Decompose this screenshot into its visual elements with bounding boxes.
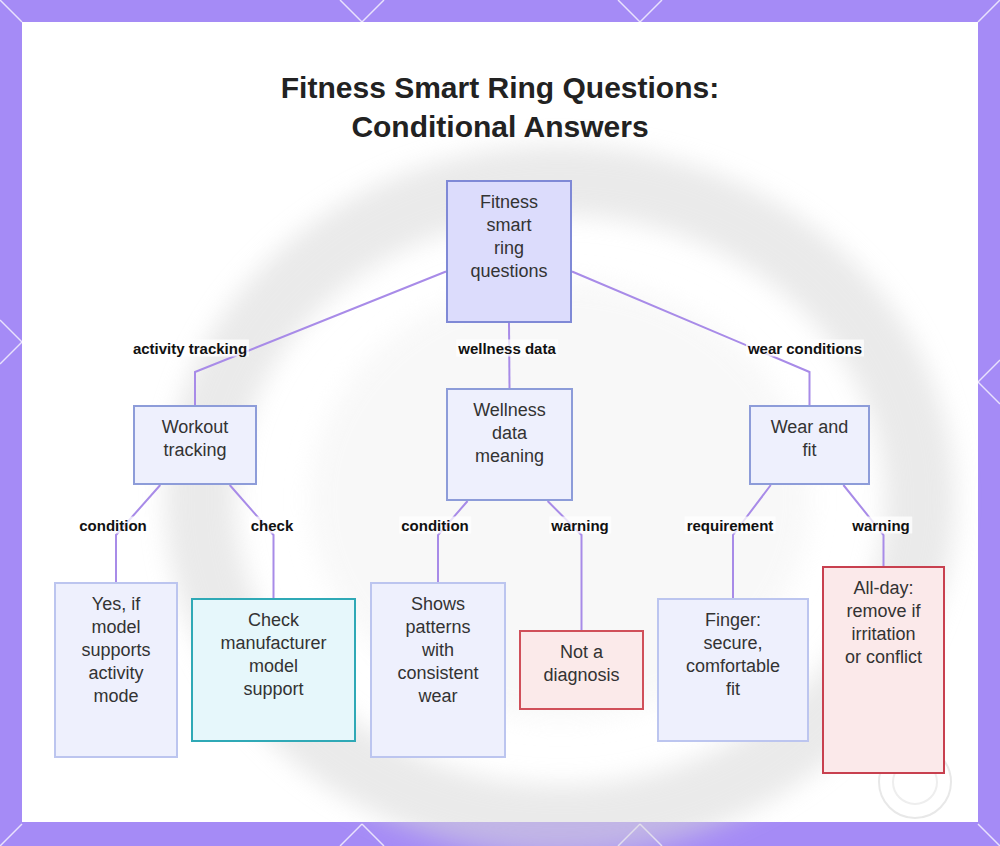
connector <box>438 501 468 582</box>
frame-line <box>0 824 22 846</box>
node-label: Workout tracking <box>150 416 240 462</box>
connector <box>116 485 160 582</box>
answer-box: Shows patterns with consistent wear <box>370 582 506 758</box>
edge-label: requirement <box>685 517 776 534</box>
node-label: Not a diagnosis <box>537 641 627 687</box>
node-label: Check manufacturer model support <box>219 609 329 701</box>
edge-label: condition <box>399 517 471 534</box>
check-box: Check manufacturer model support <box>191 598 356 742</box>
frame-line <box>0 320 22 342</box>
topic-box: Workout tracking <box>133 405 257 485</box>
node-label: Finger: secure, comfortable fit <box>683 609 783 701</box>
connector <box>230 485 274 598</box>
edge-label: activity tracking <box>131 340 249 357</box>
frame-line <box>362 0 384 22</box>
topic-box: Wellness data meaning <box>446 388 573 501</box>
node-label: Fitness smart ring questions <box>470 191 548 283</box>
node-label: Wear and fit <box>765 416 855 462</box>
warning-box: Not a diagnosis <box>519 630 644 710</box>
answer-box: Finger: secure, comfortable fit <box>657 598 809 742</box>
node-label: Shows patterns with consistent wear <box>393 593 483 708</box>
edge-label: warning <box>850 517 912 534</box>
edge-label: check <box>249 517 296 534</box>
frame-line <box>978 824 1000 846</box>
connector <box>572 272 810 405</box>
edge-label: wellness data <box>456 340 558 357</box>
frame-line <box>978 360 1000 382</box>
frame-line <box>0 342 22 364</box>
warning-box: All-day: remove if irritation or conflic… <box>822 566 945 774</box>
edge-label: condition <box>77 517 149 534</box>
frame-line <box>0 0 22 22</box>
topic-box: Wear and fit <box>749 405 870 485</box>
frame-line <box>978 382 1000 404</box>
frame-line <box>340 824 362 846</box>
edge-label: warning <box>549 517 611 534</box>
node-label: Wellness data meaning <box>465 399 555 468</box>
frame-line <box>640 0 662 22</box>
answer-box: Yes, if model supports activity mode <box>54 582 178 758</box>
node-label: All-day: remove if irritation or conflic… <box>842 577 926 669</box>
root-box: Fitness smart ring questions <box>446 180 572 323</box>
frame-line <box>978 0 1000 22</box>
panel <box>22 22 978 822</box>
diagram-title: Fitness Smart Ring Questions: Conditiona… <box>270 68 730 146</box>
frame-line <box>362 824 384 846</box>
connector <box>195 272 446 405</box>
frame-line <box>618 0 640 22</box>
connector <box>733 485 771 598</box>
node-label: Yes, if model supports activity mode <box>74 593 158 708</box>
frame-line <box>340 0 362 22</box>
edge-label: wear conditions <box>746 340 864 357</box>
